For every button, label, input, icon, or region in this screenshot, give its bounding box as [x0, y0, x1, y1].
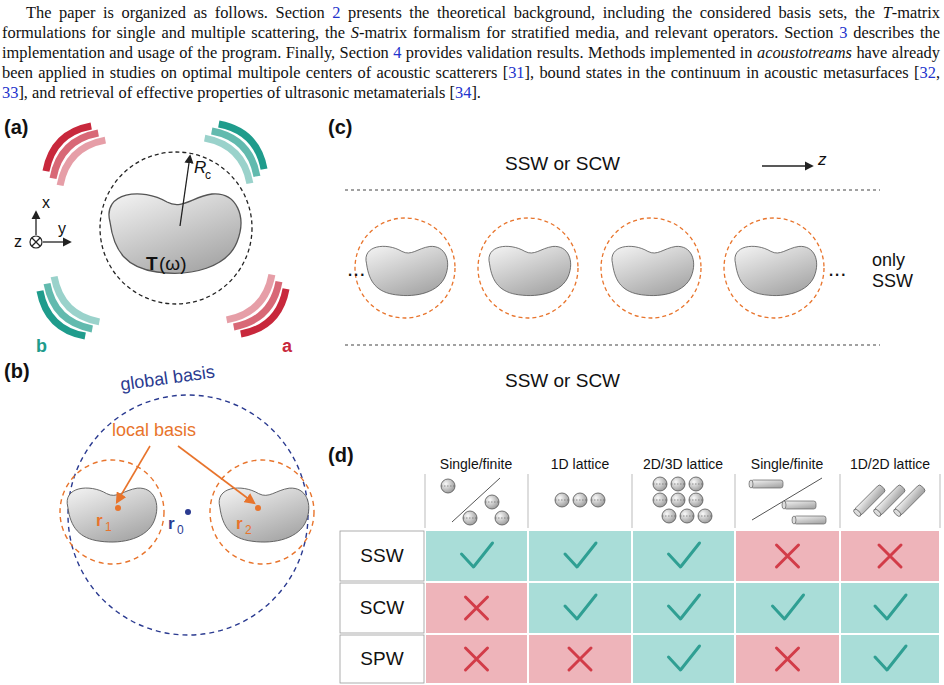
- table-icons: [425, 474, 940, 528]
- reference-link: 4: [393, 43, 401, 62]
- axis-label: z: [818, 150, 827, 170]
- paragraph-text: ], and retrieval of effective properties…: [18, 83, 455, 102]
- region-label: SSW or SCW: [505, 370, 620, 392]
- column-header: 1D/2D lattice: [850, 456, 930, 472]
- position-vector: r: [168, 514, 175, 534]
- row-header: SCW: [360, 597, 404, 619]
- ellipsis: ...: [828, 256, 846, 281]
- axis-label: x: [42, 194, 50, 212]
- paragraph-text: ], bound states in the continuum in acou…: [525, 63, 920, 82]
- panel-a: [30, 116, 294, 344]
- position-vector: r: [236, 514, 243, 534]
- panel-c: [345, 166, 880, 345]
- paragraph-text: provides validation results. Methods imp…: [401, 43, 757, 62]
- position-vector: r: [96, 511, 103, 531]
- axis-label: z: [14, 233, 22, 251]
- reference-link: 34: [455, 83, 471, 102]
- reference-link: 2: [332, 3, 340, 22]
- paragraph-text: The paper is organized as follows. Secti…: [26, 3, 332, 22]
- paragraph: The paper is organized as follows. Secti…: [2, 3, 940, 103]
- paragraph-text: S: [351, 23, 359, 42]
- column-header: Single/finite: [751, 456, 823, 472]
- reference-link: 31: [508, 63, 524, 82]
- t-matrix-label: T: [146, 253, 158, 275]
- subscript: 0: [177, 524, 184, 538]
- basis-label: local basis: [112, 420, 196, 441]
- paragraph-text: ].: [471, 83, 481, 102]
- reference-link: 33: [2, 83, 18, 102]
- reference-link: 32: [920, 63, 936, 82]
- paragraph-text: -matrix formalism for stratified media, …: [359, 23, 839, 42]
- panel-b: [60, 395, 314, 635]
- panel-label: (a): [4, 116, 28, 139]
- subscript: 1: [105, 521, 112, 535]
- subscript: 2: [245, 524, 252, 538]
- radius-label: R: [194, 158, 206, 178]
- basis-label: global basis: [119, 361, 216, 395]
- wave-label: b: [36, 336, 47, 357]
- paragraph-text: acoustotreams: [757, 43, 852, 62]
- subscript: c: [205, 169, 211, 183]
- table-cells: [340, 531, 939, 683]
- paragraph-text: presents the theoretical background, inc…: [340, 3, 882, 22]
- t-matrix-label: (ω): [159, 253, 187, 275]
- paragraph-text: ,: [936, 63, 940, 82]
- paragraph-text: T: [883, 3, 892, 22]
- panel-label: (b): [4, 360, 30, 383]
- region-label: only SSW: [872, 250, 938, 291]
- column-header: 2D/3D lattice: [643, 456, 723, 472]
- reference-link: 3: [839, 23, 847, 42]
- wave-label: a: [282, 336, 292, 357]
- row-header: SSW: [360, 545, 403, 567]
- column-header: 1D lattice: [551, 456, 609, 472]
- region-label: SSW or SCW: [505, 153, 620, 175]
- ellipsis: ...: [347, 256, 365, 281]
- column-header: Single/finite: [440, 456, 512, 472]
- panel-label: (d): [328, 444, 354, 467]
- axis-label: y: [58, 220, 66, 238]
- panel-label: (c): [328, 116, 352, 139]
- row-header: SPW: [360, 648, 403, 670]
